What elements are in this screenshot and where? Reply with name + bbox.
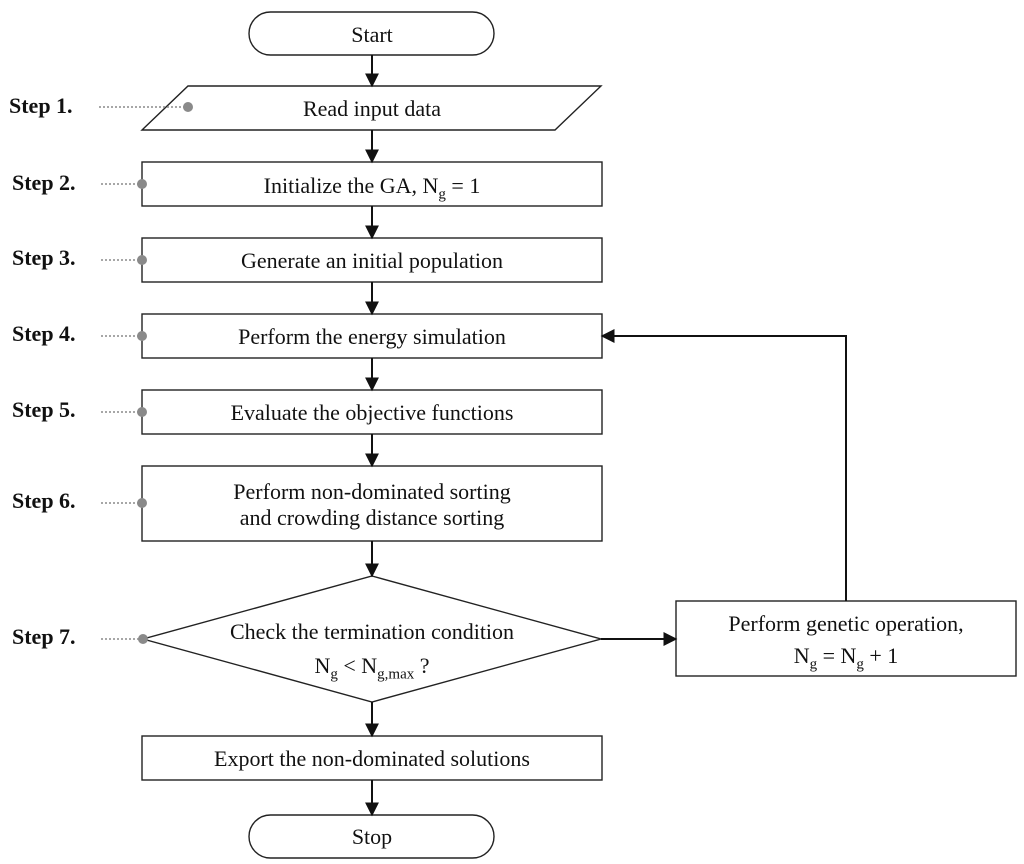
genetic-operation-box (675, 600, 1017, 677)
genetic-label-line2: Ng = Ng + 1 (728, 640, 963, 672)
sort-box (141, 465, 603, 542)
read-input-parallelogram (140, 85, 603, 131)
sort-label-line1: Perform non-dominated sorting (233, 479, 511, 504)
initialize-label: Initialize the GA, Ng = 1 (263, 173, 481, 203)
export-box (141, 735, 603, 781)
export-label: Export the non-dominated solutions (214, 746, 530, 771)
initialize-subscript: g (438, 186, 446, 203)
evaluate-label: Evaluate the objective functions (230, 400, 514, 425)
check-label: Check the termination condition Ng < Ng,… (230, 615, 514, 683)
step4-leader-dot (137, 331, 147, 341)
simulate-label: Perform the energy simulation (238, 324, 506, 349)
arrow-genetic-loop-to-simulate (600, 329, 847, 601)
step6-leader-dot (137, 498, 147, 508)
step1-leader-dot (183, 102, 193, 112)
check-label-line2: Ng < Ng,max ? (230, 649, 514, 683)
genetic-plus: + 1 (863, 643, 899, 668)
step-6-label: Step 6. (12, 488, 76, 513)
sort-label: Perform non-dominated sorting and crowdi… (233, 479, 510, 531)
read-input-label: Read input data (302, 96, 442, 121)
genetic-n-subscript: g (809, 656, 818, 673)
check-question: ? (414, 653, 430, 678)
genetic-n2-subscript: g (856, 656, 864, 673)
step-1-label: Step 1. (9, 93, 73, 118)
check-n-subscript: g (330, 666, 338, 683)
genetic-label-line1: Perform genetic operation, (728, 611, 964, 636)
step7-leader-dot (138, 634, 148, 644)
initialize-text: Initialize the GA, N (263, 173, 439, 198)
step2-leader-dot (137, 179, 147, 189)
step3-leader-dot (137, 255, 147, 265)
generate-label: Generate an initial population (240, 248, 504, 273)
sort-label-line2: and crowding distance sorting (239, 505, 505, 530)
genetic-equals: = N (817, 643, 857, 668)
start-label: Start (351, 22, 393, 47)
check-less-than: < N (337, 653, 378, 678)
check-label-line1: Check the termination condition (229, 619, 515, 644)
step-5-label: Step 5. (12, 397, 76, 422)
check-n: N (314, 653, 331, 678)
genetic-operation-label: Perform genetic operation, Ng = Ng + 1 (728, 608, 963, 672)
genetic-n: N (793, 643, 810, 668)
step5-leader-dot (137, 407, 147, 417)
check-nmax-subscript: g,max (377, 666, 415, 683)
initialize-suffix: = 1 (445, 173, 481, 198)
step-4-label: Step 4. (12, 321, 76, 346)
step-7-label: Step 7. (12, 624, 76, 649)
stop-label: Stop (351, 824, 393, 849)
step-3-label: Step 3. (12, 245, 76, 270)
step-2-label: Step 2. (12, 170, 76, 195)
initialize-box (141, 161, 603, 207)
